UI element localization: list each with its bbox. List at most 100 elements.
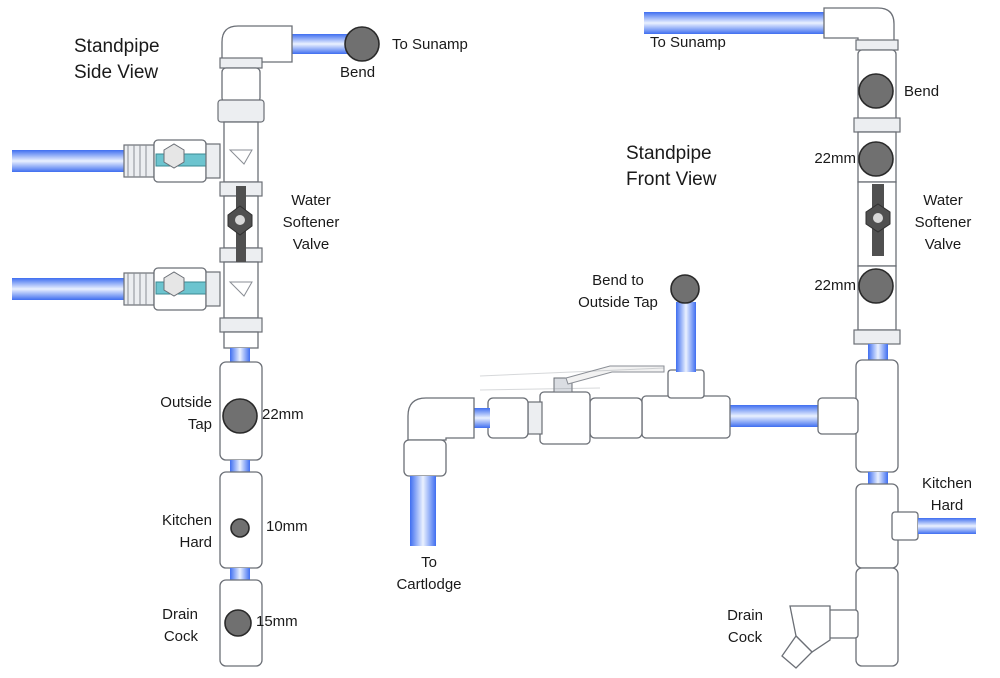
- marker-outside-tap-front: [670, 274, 700, 304]
- label-line: Tap: [187, 416, 212, 433]
- label-to-sunamp-side: To Sunamp: [392, 36, 468, 53]
- label-bend-front: Bend: [904, 83, 940, 100]
- label-line: Cartlodge: [396, 576, 462, 593]
- label-10mm-side: 10mm: [266, 518, 308, 535]
- pipe-segment: [474, 408, 490, 428]
- reducer: [817, 397, 859, 435]
- label-line: Hard: [179, 534, 212, 551]
- pipe-segment: [230, 460, 250, 472]
- pipe-to-outside-tap: [676, 302, 696, 372]
- gate-valve-body: [539, 391, 591, 445]
- side-view-title-line-1: Standpipe: [74, 36, 160, 57]
- nut: [205, 143, 221, 179]
- nut: [853, 329, 901, 345]
- label-line: Water: [291, 192, 331, 209]
- pipe-segment: [868, 344, 888, 360]
- side-view-title: Standpipe Side View: [74, 34, 160, 86]
- elbow-collar: [855, 39, 899, 51]
- pipe-segment: [230, 568, 250, 580]
- label-to-sunamp-front: To Sunamp: [650, 34, 726, 51]
- label-line: Softener: [914, 214, 972, 231]
- gate-valve-lever: [479, 365, 665, 393]
- branch-tee: [641, 395, 731, 439]
- label-line: Outside Tap: [578, 294, 658, 311]
- label-water-softener-valve-side: Water Softener Valve: [276, 190, 346, 256]
- tee-arrow: [228, 281, 253, 297]
- label-15mm-side: 15mm: [256, 613, 298, 630]
- label-line: Drain: [727, 607, 763, 624]
- marker-drain-cock-side: [224, 609, 252, 637]
- top-elbow-side: [221, 25, 293, 63]
- upper-inlet-pipe: [12, 150, 124, 172]
- label-kitchen-hard-front: Kitchen Hard: [912, 473, 982, 517]
- water-softener-valve-handle: [227, 186, 253, 262]
- front-view-title-line-2: Front View: [626, 169, 717, 190]
- label-line: To: [421, 554, 437, 571]
- label-line: Valve: [924, 236, 962, 253]
- label-line: Bend to: [592, 272, 644, 289]
- tee-body: [223, 261, 259, 319]
- coupler: [589, 397, 643, 439]
- lower-inlet-pipe: [12, 278, 124, 300]
- marker-22mm-lower-front: [858, 268, 894, 304]
- thread: [123, 144, 155, 178]
- label-drain-cock-side: Drain Cock: [150, 604, 198, 648]
- fitting-body: [223, 331, 259, 349]
- thread: [123, 272, 155, 306]
- drain-cock-front: [781, 605, 859, 669]
- coupler: [487, 397, 529, 439]
- nut: [205, 271, 221, 307]
- tee-arrow: [228, 149, 253, 165]
- label-line: Kitchen: [161, 512, 212, 529]
- label-line: Outside: [160, 394, 212, 411]
- label-line: Kitchen: [921, 475, 973, 492]
- label-22mm-upper-front: 22mm: [814, 150, 856, 167]
- side-view: [12, 25, 380, 667]
- pipe-segment: [230, 348, 250, 362]
- branch-tee-up: [667, 369, 705, 399]
- nut: [853, 117, 901, 133]
- cartlodge-elbow: [407, 397, 475, 441]
- label-drain-cock-front: Drain Cock: [718, 605, 772, 649]
- marker-22mm-upper-front: [858, 141, 894, 177]
- marker-bend-front: [858, 73, 894, 109]
- top-elbow-front: [823, 7, 895, 45]
- label-22mm-lower-front: 22mm: [814, 277, 856, 294]
- side-view-title-line-2: Side View: [74, 62, 159, 83]
- fitting-body: [221, 67, 261, 103]
- label-line: Hard: [930, 497, 964, 514]
- pipe-to-sunamp-front: [644, 12, 824, 34]
- tee-fitting: [855, 567, 899, 667]
- label-line: Water: [923, 192, 963, 209]
- fitting-body: [403, 439, 447, 477]
- label-kitchen-hard-side: Kitchen Hard: [146, 510, 212, 554]
- label-line: Drain: [162, 606, 198, 623]
- label-line: Cock: [727, 629, 763, 646]
- label-water-softener-valve-front: Water Softener Valve: [906, 190, 980, 256]
- pipe-segment: [868, 472, 888, 484]
- front-view-title-line-1: Standpipe: [626, 143, 712, 164]
- marker-bend-side: [344, 26, 380, 62]
- label-to-cartlodge-front: To Cartlodge: [384, 552, 474, 596]
- tee-body: [223, 121, 259, 183]
- nut: [219, 317, 263, 333]
- label-line: Valve: [292, 236, 330, 253]
- front-view: [403, 7, 976, 669]
- water-softener-valve-handle-front: [865, 184, 891, 256]
- label-22mm-side: 22mm: [262, 406, 304, 423]
- front-view-title: Standpipe Front View: [626, 141, 716, 193]
- tee-fitting: [855, 359, 899, 473]
- label-line: Cock: [163, 628, 198, 645]
- label-outside-tap-side: Outside Tap: [146, 392, 212, 436]
- pipe-to-sunamp-side: [292, 34, 352, 54]
- nut: [527, 401, 543, 435]
- nut: [217, 99, 265, 123]
- pipe-horizontal-branch: [728, 405, 818, 427]
- label-bend-to-outside-tap-front: Bend to Outside Tap: [566, 270, 670, 314]
- marker-kitchen-hard-side: [230, 518, 250, 538]
- elbow-collar: [219, 57, 263, 69]
- label-bend-side: Bend: [340, 64, 376, 81]
- pipe-to-cartlodge: [410, 476, 436, 546]
- label-line: Softener: [282, 214, 340, 231]
